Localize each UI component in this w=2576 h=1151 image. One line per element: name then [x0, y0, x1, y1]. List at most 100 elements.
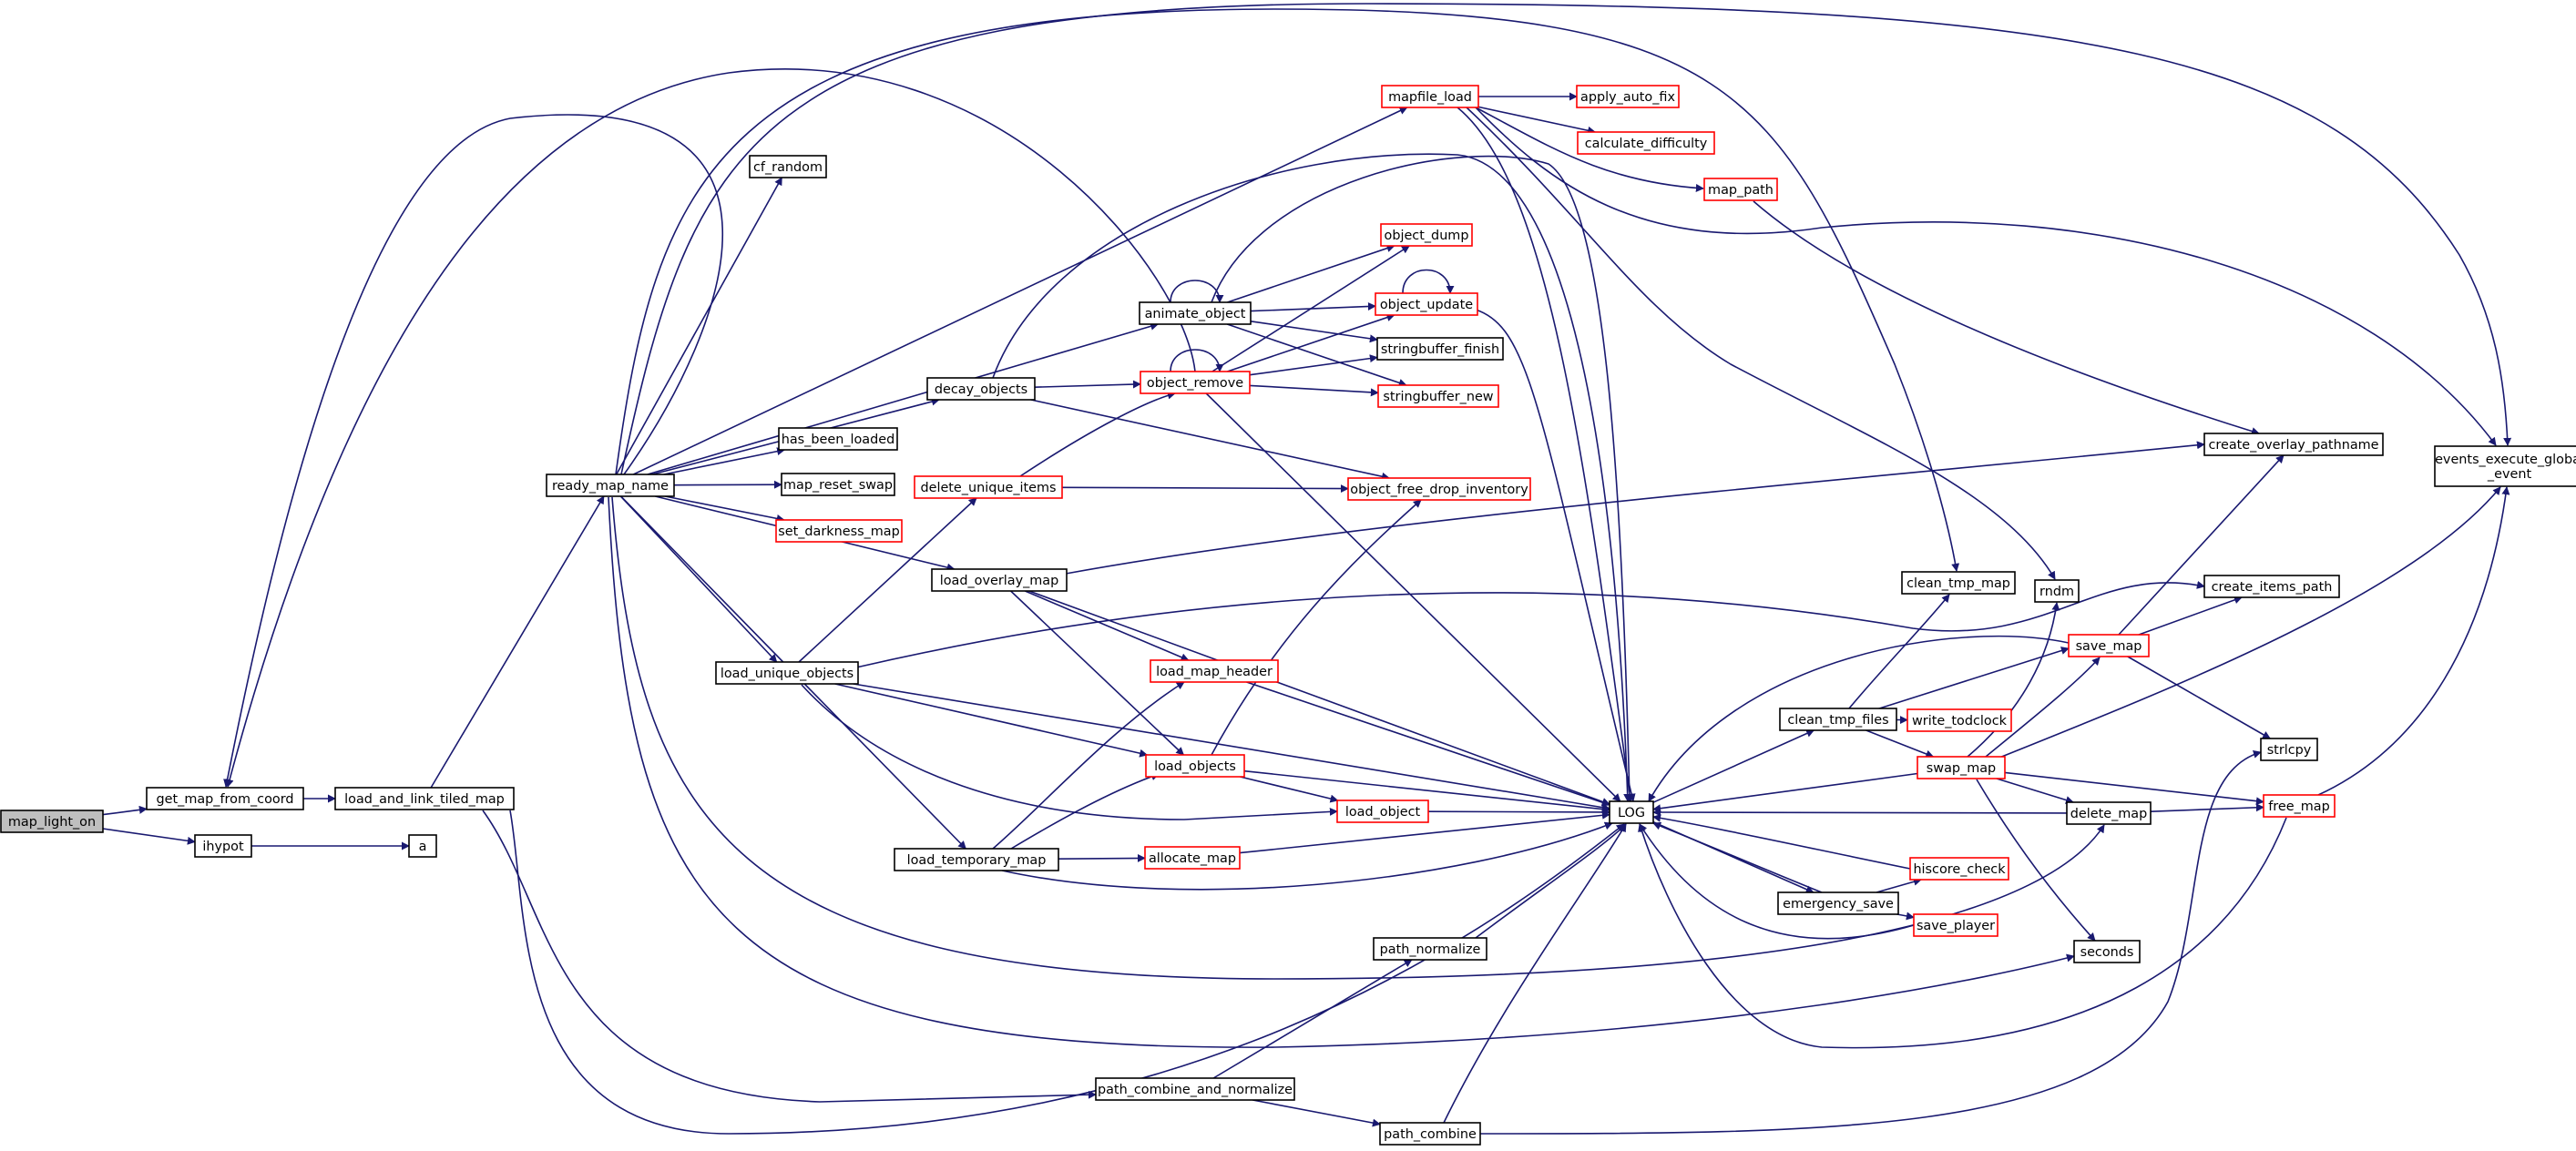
node-box[interactable]	[894, 848, 1059, 871]
node-box[interactable]	[1577, 131, 1715, 155]
node-box[interactable]	[1703, 178, 1778, 201]
node-hiscore-check[interactable]: hiscore_check	[1909, 857, 2009, 881]
node-box[interactable]	[408, 834, 437, 858]
node-box[interactable]	[914, 475, 1063, 499]
node-strlcpy[interactable]: strlcpy	[2260, 738, 2318, 761]
node-animate-object[interactable]: animate_object	[1139, 301, 1252, 325]
node-set-darkness-map[interactable]: set_darkness_map	[775, 519, 903, 543]
node-box[interactable]	[2263, 794, 2336, 818]
node-emergency-save[interactable]: emergency_save	[1777, 891, 1899, 915]
node-box[interactable]	[2260, 738, 2318, 761]
node-box[interactable]	[2203, 575, 2340, 598]
node-load-unique-objects[interactable]: load_unique_objects	[715, 661, 859, 685]
node-box[interactable]	[775, 519, 903, 543]
node-box[interactable]	[1375, 292, 1478, 316]
node-box[interactable]	[778, 427, 898, 451]
node-box[interactable]	[926, 377, 1036, 401]
node-write-todclock[interactable]: write_todclock	[1906, 708, 2012, 732]
node-clean-tmp-files[interactable]: clean_tmp_files	[1779, 708, 1897, 731]
node-load-objects[interactable]: load_objects	[1145, 754, 1245, 778]
node-box[interactable]	[1779, 708, 1897, 731]
node-path-combine-and-normalize[interactable]: path_combine_and_normalize	[1095, 1077, 1295, 1101]
node-box[interactable]	[2066, 801, 2152, 825]
node-box[interactable]	[1376, 337, 1504, 361]
node-box[interactable]	[1377, 384, 1499, 408]
node-get-map-from-coord[interactable]: get_map_from_coord	[146, 787, 304, 810]
node-box[interactable]	[146, 787, 304, 810]
node-box[interactable]	[2203, 433, 2384, 456]
node-allocate-map[interactable]: allocate_map	[1144, 846, 1241, 870]
node-load-object[interactable]: load_object	[1336, 800, 1429, 823]
node-box[interactable]	[1095, 1077, 1295, 1101]
node-load-map-header[interactable]: load_map_header	[1150, 659, 1279, 683]
node-box[interactable]	[2434, 445, 2576, 487]
node-box[interactable]	[1144, 846, 1241, 870]
node-create-overlay-pathname[interactable]: create_overlay_pathname	[2203, 433, 2384, 456]
node-save-map[interactable]: save_map	[2068, 634, 2150, 657]
node-box[interactable]	[1917, 756, 2006, 779]
node-box[interactable]	[194, 834, 252, 858]
node-apply-auto-fix[interactable]: apply_auto_fix	[1576, 85, 1680, 108]
node-map-path[interactable]: map_path	[1703, 178, 1778, 201]
node-box[interactable]	[1379, 1122, 1481, 1146]
node-box[interactable]	[2068, 634, 2150, 657]
node-load-overlay-map[interactable]: load_overlay_map	[931, 568, 1068, 592]
node-delete-unique-items[interactable]: delete_unique_items	[914, 475, 1063, 499]
node-stringbuffer-new[interactable]: stringbuffer_new	[1377, 384, 1499, 408]
node-box[interactable]	[1139, 301, 1252, 325]
node-box[interactable]	[546, 474, 675, 497]
node-create-items-path[interactable]: create_items_path	[2203, 575, 2340, 598]
node-box[interactable]	[781, 473, 895, 496]
node-box[interactable]	[1381, 85, 1479, 108]
node-object-free-drop-inventory[interactable]: object_free_drop_inventory	[1347, 477, 1531, 501]
node-clean-tmp-map[interactable]: clean_tmp_map	[1901, 571, 2016, 595]
node-object-dump[interactable]: object_dump	[1380, 223, 1473, 247]
node-box[interactable]	[1373, 937, 1487, 961]
node-path-normalize[interactable]: path_normalize	[1373, 937, 1487, 961]
node-box[interactable]	[931, 568, 1068, 592]
node-load-temporary-map[interactable]: load_temporary_map	[894, 848, 1059, 871]
node-box[interactable]	[1576, 85, 1680, 108]
node-box[interactable]	[334, 787, 515, 810]
node-has-been-loaded[interactable]: has_been_loaded	[778, 427, 898, 451]
node-decay-objects[interactable]: decay_objects	[926, 377, 1036, 401]
node-swap-map[interactable]: swap_map	[1917, 756, 2006, 779]
node-box[interactable]	[749, 155, 827, 178]
node-box[interactable]	[1140, 371, 1251, 394]
node-box[interactable]	[715, 661, 859, 685]
node-object-remove[interactable]: object_remove	[1140, 371, 1251, 394]
node-cf-random[interactable]: cf_random	[749, 155, 827, 178]
node-object-update[interactable]: object_update	[1375, 292, 1478, 316]
node-box[interactable]	[1347, 477, 1531, 501]
node-box[interactable]	[1901, 571, 2016, 595]
node-box[interactable]	[1150, 659, 1279, 683]
node-path-combine[interactable]: path_combine	[1379, 1122, 1481, 1146]
node-rndm[interactable]: rndm	[2034, 579, 2080, 603]
node-box[interactable]	[1909, 857, 2009, 881]
node-load-and-link-tiled-map[interactable]: load_and_link_tiled_map	[334, 787, 515, 810]
node-box[interactable]	[1906, 708, 2012, 732]
node-delete-map[interactable]: delete_map	[2066, 801, 2152, 825]
node-box[interactable]	[1609, 800, 1654, 824]
node-a[interactable]: a	[408, 834, 437, 858]
node-save-player[interactable]: save_player	[1913, 913, 1998, 937]
node-mapfile-load[interactable]: mapfile_load	[1381, 85, 1479, 108]
node-box[interactable]	[2034, 579, 2080, 603]
node-map-light-on[interactable]: map_light_on	[0, 810, 104, 833]
node-map-reset-swap[interactable]: map_reset_swap	[781, 473, 895, 496]
node-box[interactable]	[1913, 913, 1998, 937]
node-ihypot[interactable]: ihypot	[194, 834, 252, 858]
node-ready-map-name[interactable]: ready_map_name	[546, 474, 675, 497]
node-box[interactable]	[0, 810, 104, 833]
node-seconds[interactable]: seconds	[2073, 940, 2141, 963]
node-box[interactable]	[2073, 940, 2141, 963]
node-LOG[interactable]: LOG	[1609, 800, 1654, 824]
node-calculate-difficulty[interactable]: calculate_difficulty	[1577, 131, 1715, 155]
node-box[interactable]	[1336, 800, 1429, 823]
node-box[interactable]	[1145, 754, 1245, 778]
node-free-map[interactable]: free_map	[2263, 794, 2336, 818]
node-box[interactable]	[1777, 891, 1899, 915]
node-events-execute-global-event[interactable]: events_execute_global_event	[2434, 445, 2576, 487]
node-stringbuffer-finish[interactable]: stringbuffer_finish	[1376, 337, 1504, 361]
node-box[interactable]	[1380, 223, 1473, 247]
